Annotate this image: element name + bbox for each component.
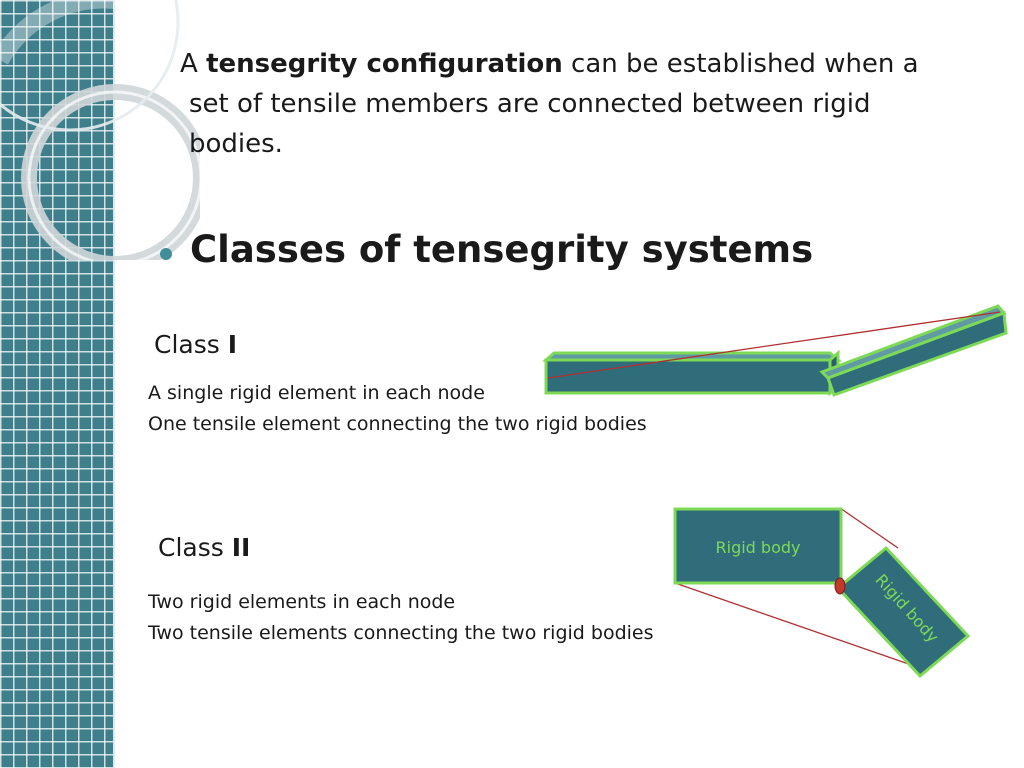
intro-line2: set of tensile members are connected bet… bbox=[189, 89, 871, 119]
class2-rigid-body-1-label: Rigid body bbox=[716, 538, 801, 557]
bullet-dot bbox=[160, 248, 172, 260]
intro-line3: bodies. bbox=[189, 129, 283, 159]
class1-rigid-bar-2 bbox=[826, 310, 1008, 397]
class1-desc-line2: One tensile element connecting the two r… bbox=[148, 413, 647, 435]
class2-diagram: Rigid body Rigid body bbox=[673, 507, 971, 679]
class2-numeral: II bbox=[231, 533, 251, 562]
decorative-rings bbox=[0, 0, 200, 260]
section-heading: Classes of tensegrity systems bbox=[190, 228, 814, 271]
sidebar-edge bbox=[113, 0, 115, 768]
class2-cable-bottom bbox=[674, 582, 921, 669]
class1-numeral: I bbox=[227, 330, 238, 359]
class1-desc-line1: A single rigid element in each node bbox=[148, 382, 485, 404]
class1-diagram bbox=[542, 304, 1008, 397]
class2-desc-line2: Two tensile elements connecting the two … bbox=[148, 622, 654, 644]
class2-rigid-body-2 bbox=[835, 545, 971, 679]
intro-prefix: A bbox=[180, 49, 198, 79]
class1-word: Class bbox=[154, 330, 220, 359]
intro-term: tensegrity configuration bbox=[206, 49, 563, 79]
class1-tensile-cable bbox=[547, 311, 1001, 379]
intro-paragraph: A tensegrity configuration can be establ… bbox=[180, 44, 980, 164]
class1-description: A single rigid element in each node One … bbox=[148, 378, 647, 440]
class1-label: Class I bbox=[154, 330, 237, 359]
class2-description: Two rigid elements in each node Two tens… bbox=[148, 587, 654, 649]
class2-rigid-body-1 bbox=[673, 507, 843, 585]
class2-word: Class bbox=[158, 533, 224, 562]
class2-cable-top bbox=[839, 507, 899, 549]
class1-rigid-bar-1 bbox=[544, 358, 832, 395]
intro-line1: can be established when a bbox=[571, 49, 919, 79]
class2-desc-line1: Two rigid elements in each node bbox=[148, 591, 456, 613]
class2-joint bbox=[834, 577, 846, 595]
class2-label: Class II bbox=[158, 533, 250, 562]
